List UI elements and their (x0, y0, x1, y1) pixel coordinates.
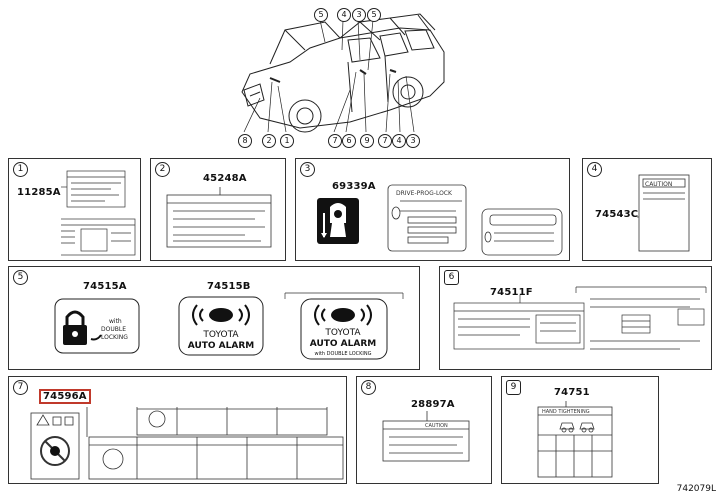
panel-number: 3 (300, 162, 315, 177)
panel-number: 5 (13, 270, 28, 285)
panel-number: 1 (13, 162, 28, 177)
panel-7: 7 74596A (8, 376, 347, 484)
vehicle-overview-illustration (241, 13, 445, 133)
panel-number: 6 (444, 270, 459, 285)
part-number: 28897A (411, 399, 455, 410)
callout-bottom-3: 3 (406, 134, 420, 148)
double-locking-label: with DOUBLE LOCKING (54, 298, 140, 354)
callout-bottom-8: 8 (238, 134, 252, 148)
alarm2-sub: with DOUBLE LOCKING (314, 351, 371, 357)
part-number: 74751 (554, 387, 590, 398)
label-illustration: HAND TIGHTENING (537, 401, 613, 478)
label-illustration: CAUTION (382, 411, 470, 462)
label-illustration (30, 407, 344, 480)
label-illustration: DRIVE-PROG-LOCK (387, 184, 563, 256)
lock-line-2: DOUBLE (101, 326, 126, 333)
panel-6: 6 74511F (439, 266, 712, 370)
callout-top-4: 4 (337, 8, 351, 22)
callout-bottom-6: 6 (342, 134, 356, 148)
label-caption: HAND TIGHTENING (542, 409, 590, 415)
callout-bottom-2: 2 (262, 134, 276, 148)
part-number-b: 74515B (207, 281, 251, 292)
callout-bottom-7: 7 (328, 134, 342, 148)
auto-alarm-label: TOYOTA AUTO ALARM (178, 296, 264, 356)
callout-top-3: 3 (352, 8, 366, 22)
panel-4: 4 74543C CAUTION (582, 158, 712, 261)
panel-number: 4 (587, 162, 602, 177)
callout-bottom-9: 9 (360, 134, 374, 148)
part-number: 11285A (17, 187, 61, 198)
part-number: 69339A (332, 181, 376, 192)
panel-9: 9 74751 HAND TIGHTENING (501, 376, 659, 484)
panel-8: 8 28897A CAUTION (356, 376, 492, 484)
callout-top-5b: 5 (367, 8, 381, 22)
panel-2: 2 45248A (150, 158, 286, 261)
part-number-highlighted: 74596A (39, 389, 91, 404)
panel-5: 5 74515A 74515B with DOUBLE LOCKING TOYO… (8, 266, 420, 370)
child-seat-icon (317, 198, 359, 244)
drawing-code: 742079L (676, 484, 716, 494)
panel-3: 3 69339A DR (295, 158, 570, 261)
panel-number: 9 (506, 380, 521, 395)
part-number: 74543C (595, 209, 639, 220)
label-illustration (453, 286, 707, 350)
label-caption: CAUTION (645, 181, 672, 188)
auto-alarm-double-label: TOYOTA AUTO ALARM with DOUBLE LOCKING (284, 292, 404, 360)
part-number: 74515A (83, 281, 127, 292)
callout-top-5: 5 (314, 8, 328, 22)
alarm2-line-1: TOYOTA (324, 328, 361, 338)
callout-bottom-1: 1 (280, 134, 294, 148)
label-caption: CAUTION (425, 423, 448, 429)
panel-number: 8 (361, 380, 376, 395)
alarm2-line-2: AUTO ALARM (310, 339, 377, 349)
part-number: 74511F (490, 287, 533, 298)
panel-number: 2 (155, 162, 170, 177)
callout-bottom-7b: 7 (378, 134, 392, 148)
panel-1: 1 11285A (8, 158, 141, 261)
part-number: 45248A (203, 173, 247, 184)
label-caption: DRIVE-PROG-LOCK (396, 190, 453, 197)
lock-line-3: LOCKING (101, 334, 128, 341)
panel-number: 7 (13, 380, 28, 395)
alarm-line-1: TOYOTA (202, 330, 239, 340)
label-illustration (61, 170, 136, 256)
label-illustration: CAUTION (637, 174, 690, 252)
lock-line-1: with (109, 318, 122, 325)
callout-bottom-4: 4 (392, 134, 406, 148)
label-illustration (166, 187, 272, 248)
alarm-line-2: AUTO ALARM (188, 341, 255, 351)
